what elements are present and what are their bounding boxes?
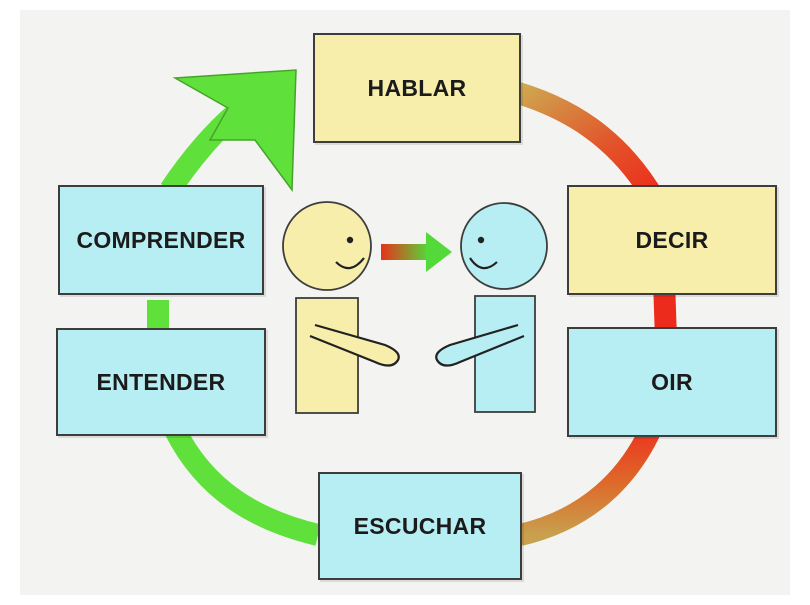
stage-box-oir: OIR	[567, 327, 777, 437]
stage-box-entender: ENTENDER	[56, 328, 266, 436]
stage-label-oir: OIR	[651, 368, 693, 395]
message-arrow	[381, 232, 452, 272]
stage-box-comprender: COMPRENDER	[58, 185, 264, 295]
stage-label-escuchar: ESCUCHAR	[353, 512, 487, 539]
cycle-arc-hablar-decir	[497, 77, 665, 206]
cycle-arc-oir-escuchar	[517, 415, 666, 546]
stage-box-escuchar: ESCUCHAR	[318, 472, 522, 580]
stage-box-decir: DECIR	[567, 185, 777, 295]
stage-label-hablar: HABLAR	[367, 74, 467, 101]
speaker-figure	[282, 201, 400, 414]
stage-box-hablar: HABLAR	[313, 33, 521, 143]
cycle-arrowhead	[172, 69, 297, 193]
stage-label-comprender: COMPRENDER	[76, 226, 246, 253]
stage-label-entender: ENTENDER	[96, 368, 226, 395]
stage-label-decir: DECIR	[635, 226, 709, 253]
listener-figure	[435, 202, 548, 413]
cycle-arc-escuchar-entender	[165, 424, 321, 546]
